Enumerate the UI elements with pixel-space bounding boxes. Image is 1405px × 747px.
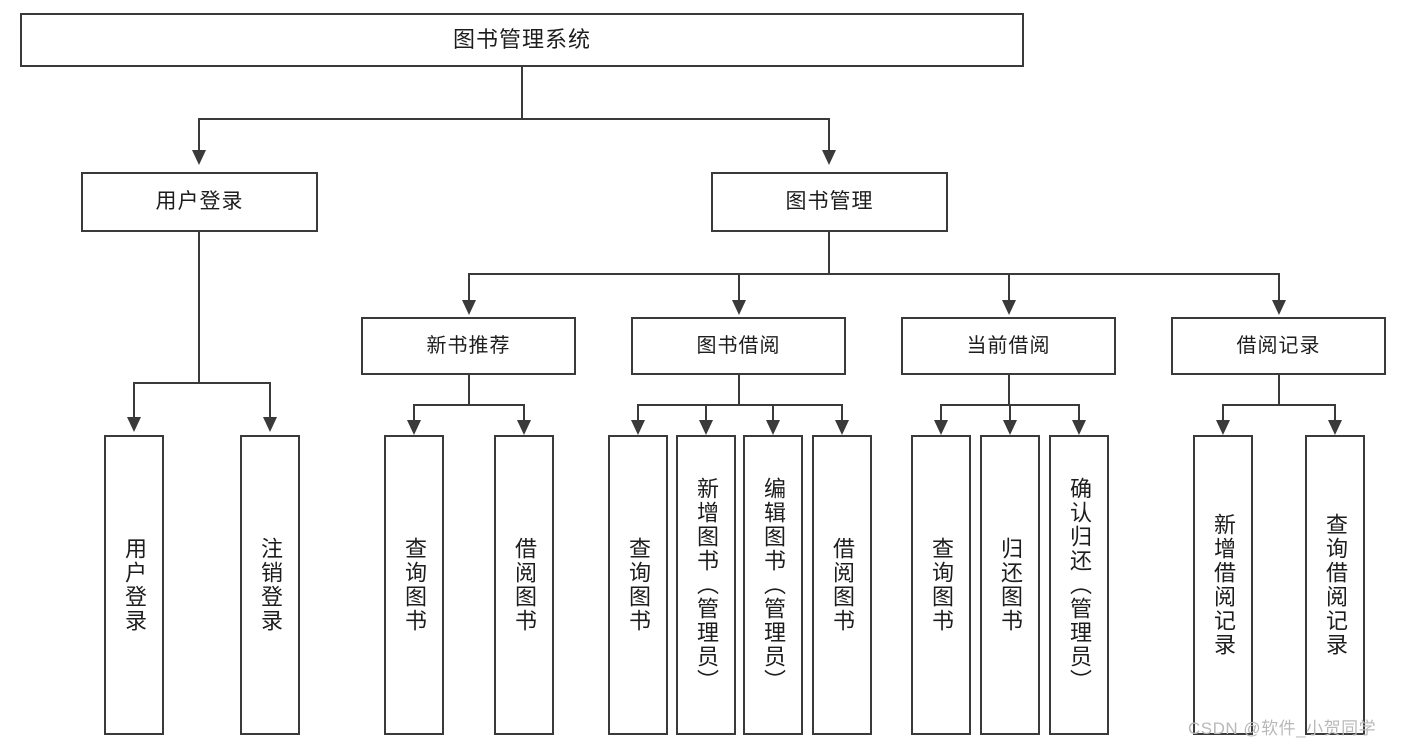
connector-borrow-record-drop-2 [1334, 404, 1336, 421]
arrowhead-new-book [462, 300, 476, 315]
connector-current-borrow-drop-3 [1078, 404, 1080, 421]
arrowhead-borrow-record [1272, 300, 1286, 315]
leaf-new-book-query[interactable]: 查询图书 [384, 435, 444, 735]
connector-new-book-bus [413, 404, 525, 406]
connector-current-borrow-drop-2 [1009, 404, 1011, 421]
leaf-label: 编辑图书（管理员） [760, 477, 786, 693]
arrowhead-book-manage [822, 150, 836, 165]
connector-book-manage-stem [828, 232, 830, 274]
arrowhead-leaf-current-borrow-3 [1072, 420, 1086, 435]
leaf-new-book-borrow[interactable]: 借阅图书 [494, 435, 554, 735]
connector-to-user-login [198, 118, 200, 151]
leaf-label: 注销登录 [257, 537, 283, 633]
leaf-borrow-record-add[interactable]: 新增借阅记录 [1193, 435, 1253, 735]
arrowhead-leaf-book-borrow-3 [766, 420, 780, 435]
leaf-label: 查询图书 [401, 537, 427, 633]
connector-root-stem [521, 67, 523, 119]
leaf-current-borrow-return[interactable]: 归还图书 [980, 435, 1040, 735]
connector-level3-bus [468, 273, 1278, 275]
leaf-book-borrow-query[interactable]: 查询图书 [608, 435, 668, 735]
connector-borrow-record-stem [1278, 375, 1280, 405]
leaf-label: 用户登录 [121, 537, 147, 633]
connector-user-login-drop-2 [269, 382, 271, 418]
leaf-user-login[interactable]: 用户登录 [104, 435, 164, 735]
connector-new-book-drop-1 [413, 404, 415, 421]
connector-to-book-borrow [738, 273, 740, 301]
node-borrow-record[interactable]: 借阅记录 [1171, 317, 1386, 375]
connector-current-borrow-stem [1008, 375, 1010, 405]
leaf-book-borrow-edit[interactable]: 编辑图书（管理员） [743, 435, 803, 735]
node-book-borrow[interactable]: 图书借阅 [631, 317, 846, 375]
connector-to-book-manage [828, 118, 830, 151]
connector-new-book-stem [468, 375, 470, 405]
node-label: 新书推荐 [426, 335, 511, 357]
node-book-manage[interactable]: 图书管理 [711, 172, 948, 232]
leaf-label: 确认归还（管理员） [1066, 477, 1092, 693]
connector-user-login-stem [198, 232, 200, 383]
leaf-current-borrow-query[interactable]: 查询图书 [911, 435, 971, 735]
connector-to-borrow-record [1278, 273, 1280, 301]
leaf-label: 归还图书 [997, 537, 1023, 633]
leaf-borrow-record-query[interactable]: 查询借阅记录 [1305, 435, 1365, 735]
leaf-current-borrow-confirm-return[interactable]: 确认归还（管理员） [1049, 435, 1109, 735]
arrowhead-leaf-user-login-1 [127, 417, 141, 432]
node-root-system[interactable]: 图书管理系统 [20, 13, 1024, 67]
leaf-label: 查询借阅记录 [1322, 513, 1348, 657]
connector-user-login-drop-1 [133, 382, 135, 418]
node-current-borrow[interactable]: 当前借阅 [901, 317, 1116, 375]
connector-to-current-borrow [1008, 273, 1010, 301]
node-label: 图书借阅 [696, 335, 781, 357]
connector-user-login-bus [133, 382, 271, 384]
arrowhead-leaf-borrow-record-1 [1216, 420, 1230, 435]
arrowhead-leaf-book-borrow-1 [631, 420, 645, 435]
node-label: 当前借阅 [966, 335, 1051, 357]
node-label: 图书管理 [785, 190, 874, 214]
leaf-label: 借阅图书 [511, 537, 537, 633]
leaf-book-borrow-borrow[interactable]: 借阅图书 [812, 435, 872, 735]
node-new-book-recommend[interactable]: 新书推荐 [361, 317, 576, 375]
connector-borrow-record-bus [1222, 404, 1336, 406]
arrowhead-leaf-current-borrow-1 [934, 420, 948, 435]
arrowhead-leaf-current-borrow-2 [1003, 420, 1017, 435]
arrowhead-user-login [192, 150, 206, 165]
node-label: 借阅记录 [1236, 335, 1321, 357]
arrowhead-leaf-borrow-record-2 [1328, 420, 1342, 435]
node-label: 图书管理系统 [452, 26, 591, 52]
connector-book-borrow-stem [738, 375, 740, 405]
arrowhead-leaf-book-borrow-4 [835, 420, 849, 435]
leaf-label: 新增图书（管理员） [693, 477, 719, 693]
connector-new-book-drop-2 [523, 404, 525, 421]
connector-to-new-book [468, 273, 470, 301]
arrowhead-current-borrow [1002, 300, 1016, 315]
leaf-label: 借阅图书 [829, 537, 855, 633]
connector-book-borrow-drop-3 [772, 404, 774, 421]
connector-book-borrow-drop-2 [705, 404, 707, 421]
node-user-login[interactable]: 用户登录 [81, 172, 318, 232]
arrowhead-leaf-new-book-1 [407, 420, 421, 435]
watermark-text: CSDN @软件_小贺同学 [1188, 719, 1377, 738]
connector-book-borrow-drop-4 [841, 404, 843, 421]
leaf-label: 查询图书 [928, 537, 954, 633]
connector-level2-bus [198, 118, 830, 120]
node-label: 用户登录 [155, 190, 244, 214]
connector-current-borrow-drop-1 [940, 404, 942, 421]
leaf-label: 新增借阅记录 [1210, 513, 1236, 657]
connector-borrow-record-drop-1 [1222, 404, 1224, 421]
connector-book-borrow-drop-1 [637, 404, 639, 421]
leaf-user-logout[interactable]: 注销登录 [240, 435, 300, 735]
connector-book-borrow-bus [637, 404, 843, 406]
arrowhead-book-borrow [732, 300, 746, 315]
leaf-label: 查询图书 [625, 537, 651, 633]
arrowhead-leaf-user-login-2 [263, 417, 277, 432]
arrowhead-leaf-new-book-2 [517, 420, 531, 435]
leaf-book-borrow-add[interactable]: 新增图书（管理员） [676, 435, 736, 735]
arrowhead-leaf-book-borrow-2 [699, 420, 713, 435]
